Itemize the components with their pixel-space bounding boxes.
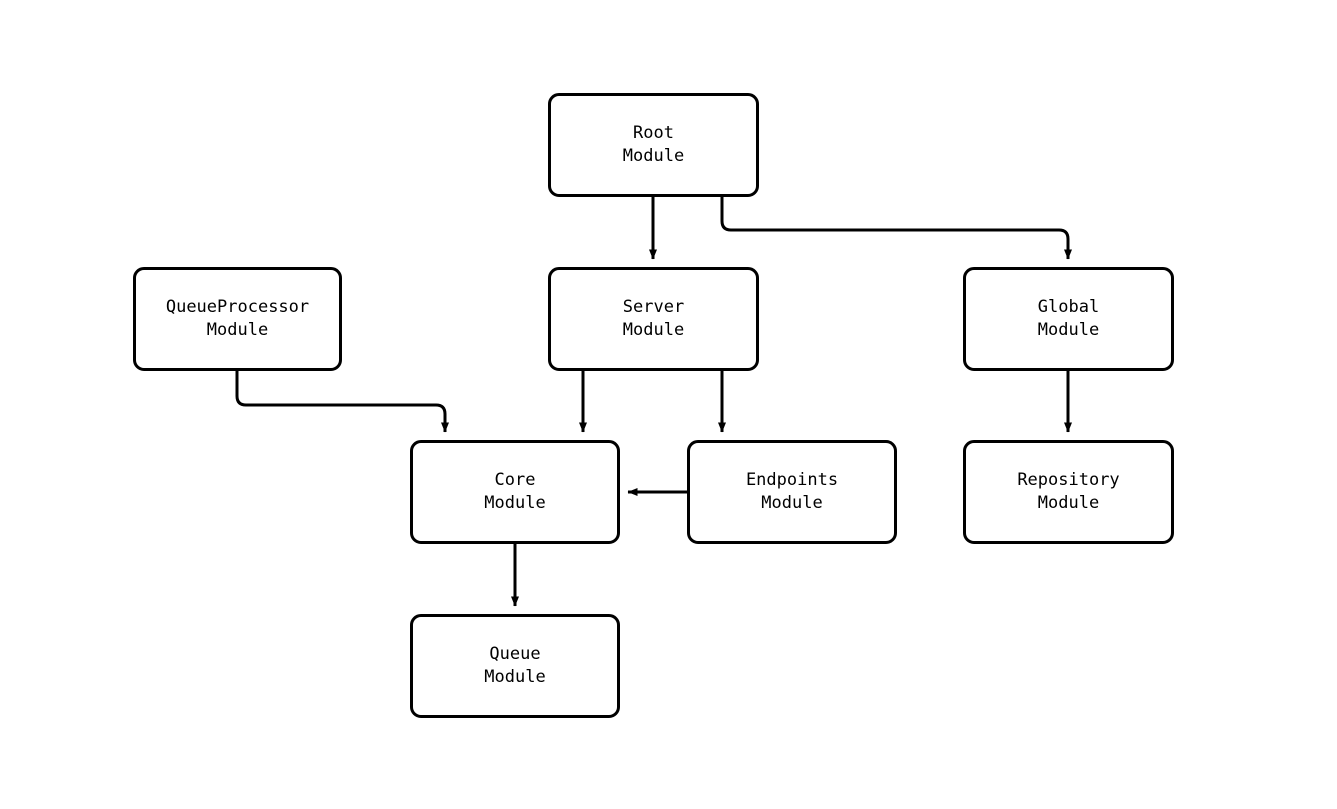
node-label-line2: Module <box>622 320 685 340</box>
node-label-line1: Global <box>1037 297 1100 317</box>
node-label-line2: Module <box>622 146 685 166</box>
node-label-line1: Root <box>633 123 674 143</box>
node-label-line1: Core <box>494 470 536 490</box>
node-label-line1: Endpoints <box>745 470 839 490</box>
edge-queueprocessor-to-core <box>235 371 449 433</box>
node-label-line1: Server <box>622 297 685 317</box>
node-label-line2: Module <box>1037 320 1100 340</box>
node-label-line1: Queue <box>489 644 541 664</box>
edge-root-to-global <box>720 197 1072 260</box>
node-label-line2: Module <box>484 667 546 687</box>
node-label-line2: Module <box>1037 493 1100 513</box>
node-label-line1: QueueProcessor <box>165 297 310 317</box>
server-module-node[interactable]: Server Module <box>548 267 759 371</box>
node-label-line2: Module <box>206 320 269 340</box>
node-label-line2: Module <box>761 493 823 513</box>
node-label-line1: Repository <box>1017 470 1120 490</box>
endpoints-module-node[interactable]: Endpoints Module <box>687 440 897 544</box>
queue-module-node[interactable]: Queue Module <box>410 614 620 718</box>
core-module-node[interactable]: Core Module <box>410 440 620 544</box>
node-label-line2: Module <box>484 493 546 513</box>
repository-module-node[interactable]: Repository Module <box>963 440 1174 544</box>
queueprocessor-module-node[interactable]: QueueProcessor Module <box>133 267 342 371</box>
global-module-node[interactable]: Global Module <box>963 267 1174 371</box>
root-module-node[interactable]: Root Module <box>548 93 759 197</box>
